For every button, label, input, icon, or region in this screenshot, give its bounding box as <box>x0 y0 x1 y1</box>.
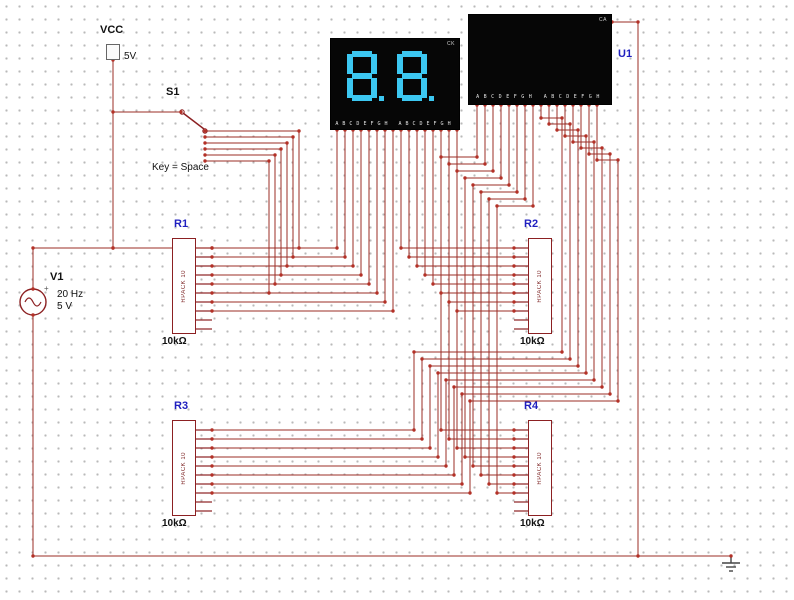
ground-symbol[interactable] <box>722 556 740 572</box>
r3-value-label: 10kΩ <box>162 518 187 529</box>
u1-ca-label: CA <box>599 17 607 23</box>
vcc-label: VCC <box>100 24 124 36</box>
r1-part-text: RPACK 10 <box>181 269 187 303</box>
vcc-value: 5V <box>124 51 137 62</box>
u1-pin-labels: ABCDEFGH ABCDEFGH <box>476 94 604 100</box>
r4-body[interactable]: RPACK 10 <box>528 420 552 516</box>
switch-key-label: Key = Space <box>152 162 209 173</box>
r3-body[interactable]: RPACK 10 <box>172 420 196 516</box>
r2-part-text: RPACK 10 <box>537 269 543 303</box>
seven-segment-display[interactable]: CK ABCDEFGH ABCDEFGH <box>330 38 460 130</box>
v1-frequency-label: 20 Hz <box>57 289 84 300</box>
display-pin-labels: ABCDEFGH ABCDEFGH <box>335 121 455 127</box>
v1-ref-label: V1 <box>50 271 64 283</box>
display-ck-label: CK <box>447 41 455 47</box>
r2-value-label: 10kΩ <box>520 336 545 347</box>
r1-value-label: 10kΩ <box>162 336 187 347</box>
u1-component[interactable]: CA ABCDEFGH ABCDEFGH <box>468 14 612 105</box>
sine-wave-icon <box>24 297 42 307</box>
switch-lever[interactable] <box>182 112 205 130</box>
r2-body[interactable]: RPACK 10 <box>528 238 552 334</box>
seven-segment-digits <box>347 51 434 101</box>
u1-ref-label: U1 <box>618 48 633 60</box>
r1-ref-label: R1 <box>174 218 189 230</box>
switch-ref-label: S1 <box>166 86 180 98</box>
r4-part-text: RPACK 10 <box>537 451 543 485</box>
r1-body[interactable]: RPACK 10 <box>172 238 196 334</box>
r2-ref-label: R2 <box>524 218 539 230</box>
r4-ref-label: R4 <box>524 400 539 412</box>
v1-voltage-label: 5 V <box>57 301 73 312</box>
vcc-symbol[interactable] <box>106 44 120 60</box>
v1-plus-sign: + <box>44 284 49 293</box>
r4-value-label: 10kΩ <box>520 518 545 529</box>
r3-ref-label: R3 <box>174 400 189 412</box>
r3-part-text: RPACK 10 <box>181 451 187 485</box>
